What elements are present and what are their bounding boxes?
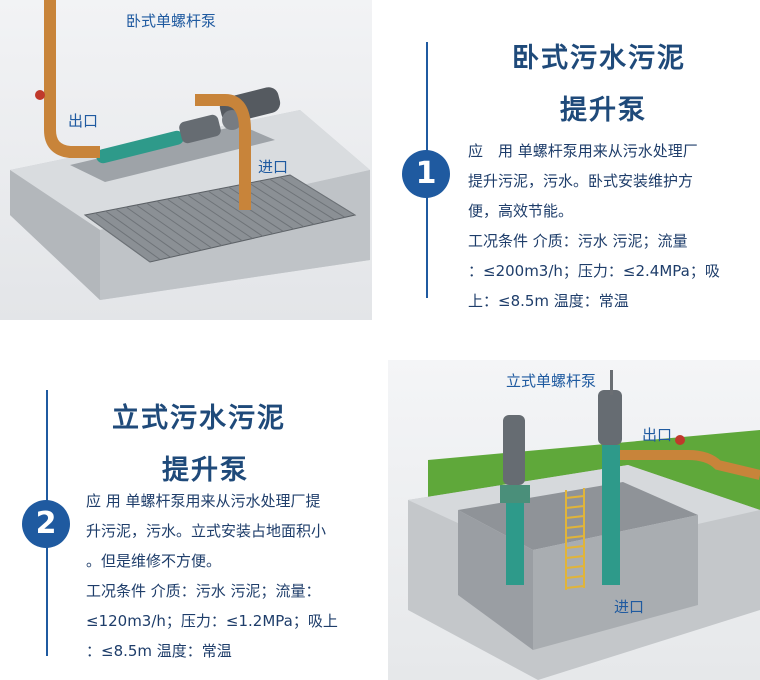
section1-title-line1: 卧式污水污泥	[512, 43, 686, 74]
section2-title-line2: 提升泵	[162, 455, 249, 486]
grate-bar	[146, 202, 212, 249]
section1-line: ：≤200m3/h；压力：≤2.4MPa；吸	[468, 262, 720, 280]
horizontal-pump-caption: 卧式单螺杆泵	[126, 12, 217, 30]
section1-line: 便，高效节能。	[468, 202, 574, 220]
section2-line: ：≤8.5m 温度：常温	[86, 642, 232, 660]
inlet-label: 进口	[258, 158, 289, 176]
grate-bar	[248, 182, 315, 225]
grate-bar	[94, 212, 161, 261]
grate-bar	[115, 208, 182, 256]
section1-number-badge: 1	[402, 150, 450, 198]
grate-bar	[125, 206, 192, 254]
grate-bar	[258, 180, 325, 223]
section2-line: 升污泥，污水。立式安装占地面积小	[86, 522, 327, 540]
grate-bar	[207, 190, 274, 235]
grate-bar	[197, 192, 264, 237]
grate-bar	[105, 210, 171, 258]
vertical-pump-illustration	[388, 360, 760, 680]
inlet-label: 进口	[614, 598, 645, 616]
section1-line: 提升污泥，污水。卧式安装维护方	[468, 172, 694, 190]
ladder-rung	[565, 515, 585, 519]
section2-line: ≤120m3/h；压力：≤1.2MPa；吸上	[86, 612, 338, 630]
grate-bar	[289, 174, 356, 216]
ladder-rung	[565, 505, 585, 509]
ladder-rung	[565, 545, 585, 549]
section2-line: 工况条件 介质：污水 污泥；流量：	[86, 582, 321, 600]
horizontal-pump-drawing	[10, 0, 370, 300]
section1-line: 上：≤8.5m 温度：常温	[468, 292, 629, 310]
section2-line: 。但是维修不方便。	[86, 552, 222, 570]
grate-bar	[84, 214, 151, 263]
section2-description: 应 用 单螺杆泵用来从污水处理厂提 升污泥，污水。立式安装占地面积小 。但是维修…	[86, 486, 380, 666]
section2-line: 应 用 单螺杆泵用来从污水处理厂提	[86, 492, 321, 510]
vertical-pump-drawing	[408, 370, 760, 680]
grate-bar	[166, 198, 233, 244]
ladder-rung	[565, 585, 585, 589]
vertical-pump-caption: 立式单螺杆泵	[506, 372, 597, 390]
grate-bar	[187, 194, 253, 239]
section2-number-badge: 2	[22, 500, 70, 548]
horizontal-pump-illustration	[0, 0, 372, 320]
ladder-rung	[565, 525, 585, 529]
ladder-rung	[565, 555, 585, 559]
grate-bar	[156, 200, 223, 246]
ladder-rung	[565, 495, 585, 499]
ladder-rung	[565, 575, 585, 579]
grate-bar	[135, 204, 202, 251]
section1-line: 应 用 单螺杆泵用来从污水处理厂	[468, 142, 698, 160]
grate-bar	[176, 196, 243, 242]
outlet-label: 出口	[642, 426, 673, 444]
grate-bar	[279, 176, 346, 218]
section1-description: 应 用 单螺杆泵用来从污水处理厂 提升污泥，污水。卧式安装维护方 便，高效节能。…	[468, 136, 760, 316]
grate-bar	[217, 188, 284, 232]
grate-bar	[269, 178, 335, 221]
ladder-rung	[565, 535, 585, 539]
outlet-label: 出口	[68, 112, 99, 130]
ladder-rung	[565, 565, 585, 569]
section1-title-line2: 提升泵	[560, 95, 647, 126]
section2-title-line1: 立式污水污泥	[112, 403, 286, 434]
section1-line: 工况条件 介质：污水 污泥；流量	[468, 232, 688, 250]
